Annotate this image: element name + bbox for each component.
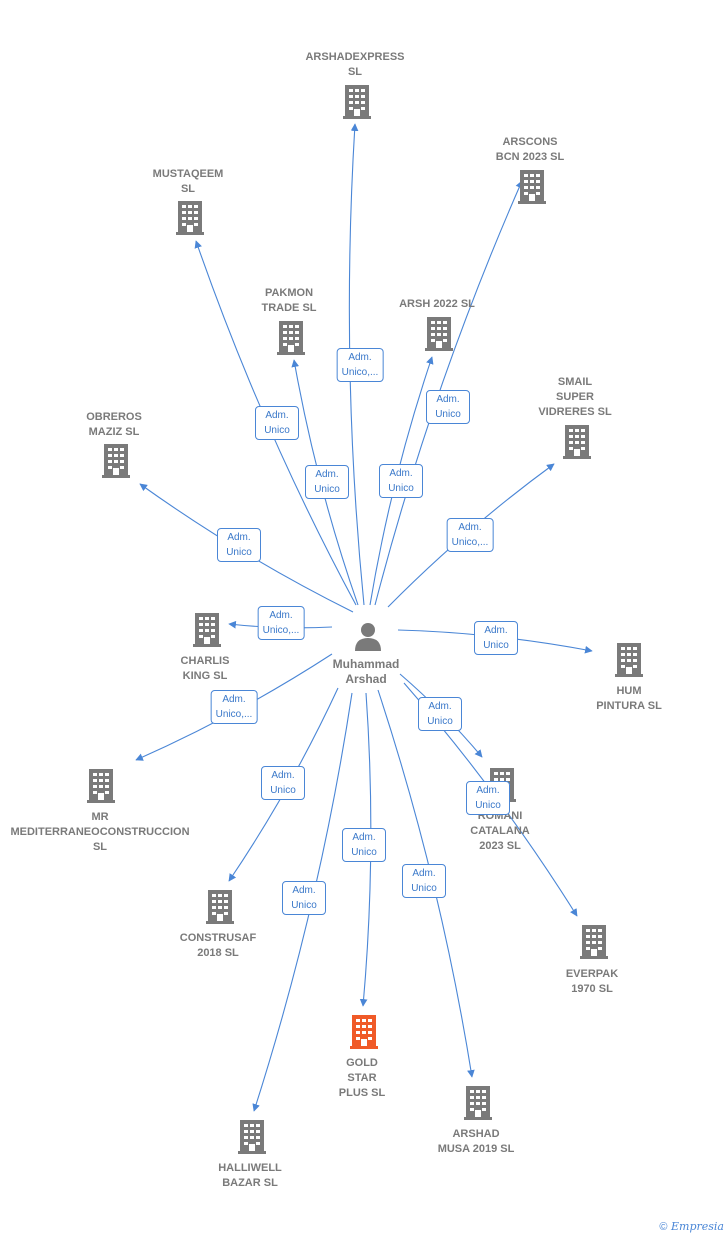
building-icon[interactable] xyxy=(464,1086,492,1120)
role-badge-everpak[interactable]: Adm. Unico xyxy=(466,781,510,815)
role-badge-construsaf[interactable]: Adm. Unico xyxy=(261,766,305,800)
building-icon[interactable] xyxy=(343,85,371,119)
center-person-label: Muhammad Arshad xyxy=(332,657,400,686)
building-icon[interactable] xyxy=(176,201,204,235)
company-label-mr[interactable]: MR MEDITERRANEOCONSTRUCCION SL xyxy=(10,811,190,853)
building-icon[interactable] xyxy=(350,1015,378,1049)
role-badge-mr[interactable]: Adm. Unico,... xyxy=(210,690,258,724)
company-label-mustaqeem[interactable]: MUSTAQEEM SL xyxy=(152,168,224,195)
company-label-charlis[interactable]: CHARLIS KING SL xyxy=(180,655,230,682)
building-icon[interactable] xyxy=(206,890,234,924)
role-badge-hum[interactable]: Adm. Unico xyxy=(474,621,518,655)
company-label-arsh2022[interactable]: ARSH 2022 SL xyxy=(399,298,475,310)
copyright-symbol: © xyxy=(659,1221,668,1233)
role-badge-goldstar[interactable]: Adm. Unico xyxy=(342,828,386,862)
role-badge-arshadmusa[interactable]: Adm. Unico xyxy=(402,864,446,898)
building-icon[interactable] xyxy=(193,613,221,647)
role-badge-charlis[interactable]: Adm. Unico,... xyxy=(257,606,305,640)
company-label-arscons[interactable]: ARSCONS BCN 2023 SL xyxy=(495,136,565,163)
role-badge-romani[interactable]: Adm. Unico xyxy=(418,697,462,731)
building-icon[interactable] xyxy=(563,425,591,459)
company-label-goldstar[interactable]: GOLD STAR PLUS SL xyxy=(338,1057,386,1099)
role-badge-arshadexpress[interactable]: Adm. Unico,... xyxy=(336,348,384,382)
building-icon[interactable] xyxy=(518,170,546,204)
company-label-romani[interactable]: ROMANI CATALANA 2023 SL xyxy=(470,810,530,852)
company-label-obreros[interactable]: OBREROS MAZIZ SL xyxy=(86,411,142,438)
footer: © Empresia xyxy=(659,1220,724,1233)
company-label-arshadmusa[interactable]: ARSHAD MUSA 2019 SL xyxy=(437,1128,515,1155)
role-badge-arscons[interactable]: Adm. Unico xyxy=(426,390,470,424)
role-badge-mustaqeem[interactable]: Adm. Unico xyxy=(255,406,299,440)
role-badge-obreros[interactable]: Adm. Unico xyxy=(217,528,261,562)
company-label-hum[interactable]: HUM PINTURA SL xyxy=(596,685,662,712)
building-icon[interactable] xyxy=(580,925,608,959)
person-icon xyxy=(355,623,381,651)
company-label-smail[interactable]: SMAIL SUPER VIDRERES SL xyxy=(538,376,612,418)
building-icon[interactable] xyxy=(238,1120,266,1154)
company-label-pakmon[interactable]: PAKMON TRADE SL xyxy=(261,287,317,314)
company-label-arshadexpress[interactable]: ARSHADEXPRESS SL xyxy=(305,51,405,78)
building-icon[interactable] xyxy=(615,643,643,677)
building-icon[interactable] xyxy=(87,769,115,803)
role-badge-pakmon[interactable]: Adm. Unico xyxy=(305,465,349,499)
company-label-everpak[interactable]: EVERPAK 1970 SL xyxy=(565,968,619,995)
role-badge-arsh2022[interactable]: Adm. Unico xyxy=(379,464,423,498)
role-badge-halliwell[interactable]: Adm. Unico xyxy=(282,881,326,915)
role-badge-smail[interactable]: Adm. Unico,... xyxy=(446,518,494,552)
building-icon[interactable] xyxy=(277,321,305,355)
brand-logo: Empresia xyxy=(671,1220,724,1233)
building-icon[interactable] xyxy=(425,317,453,351)
company-label-halliwell[interactable]: HALLIWELL BAZAR SL xyxy=(218,1162,282,1189)
company-label-construsaf[interactable]: CONSTRUSAF 2018 SL xyxy=(179,932,257,959)
building-icon[interactable] xyxy=(102,444,130,478)
